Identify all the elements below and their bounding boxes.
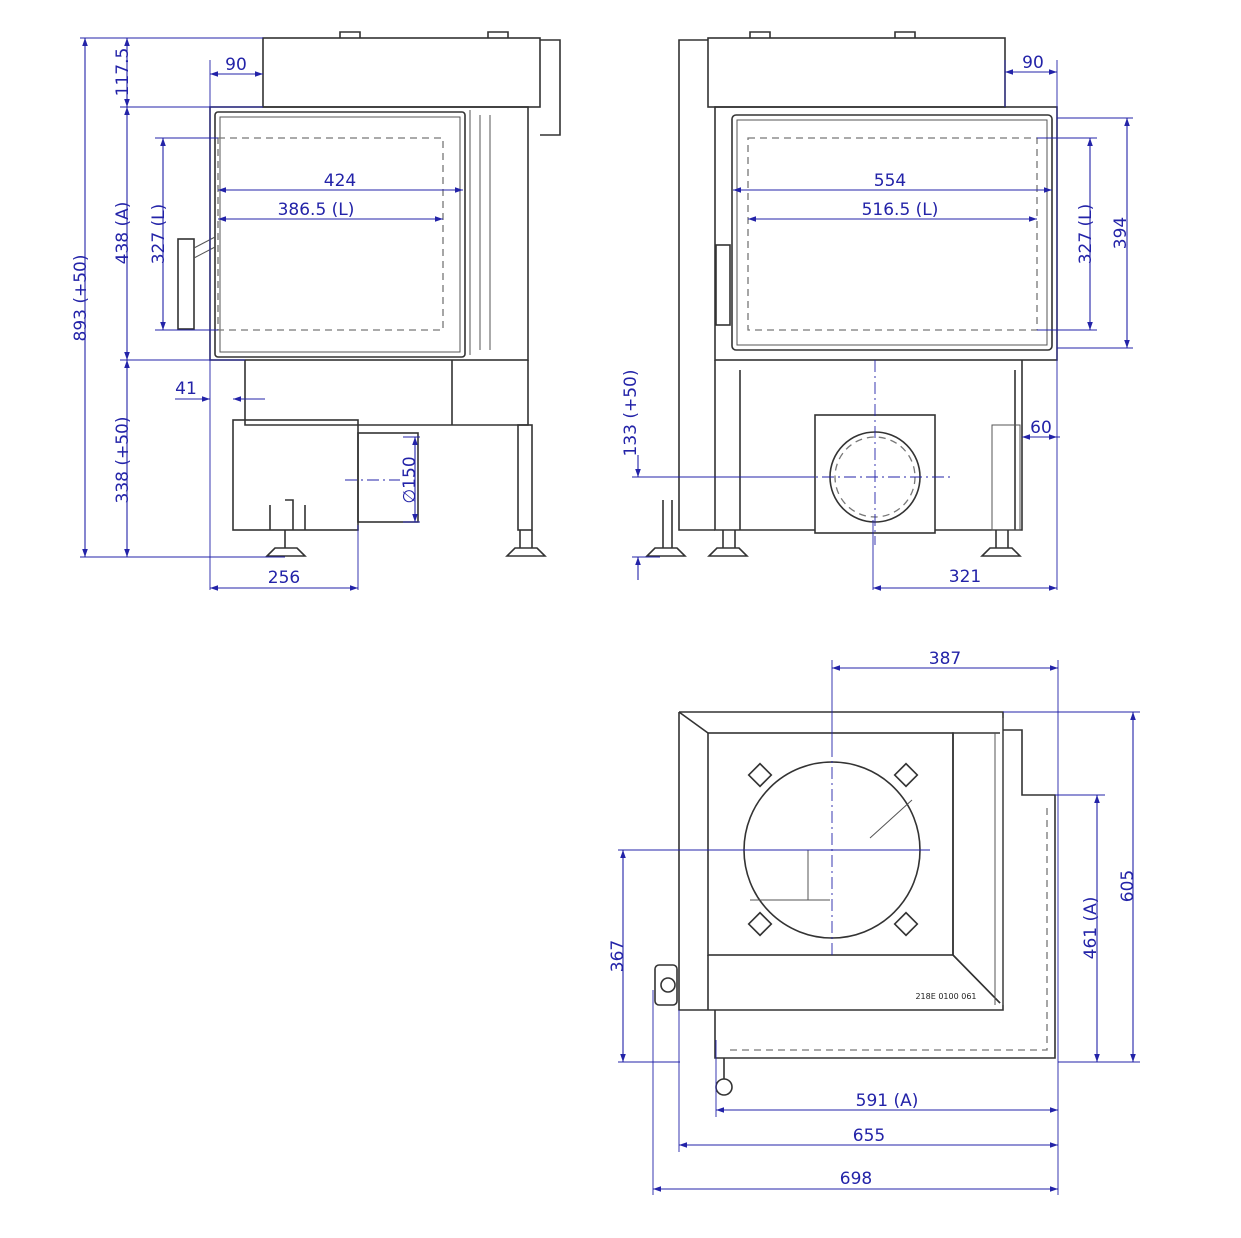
label-top-width-a: 591 (A) xyxy=(856,1091,919,1111)
top-view-body: 218E 0100 061 xyxy=(654,711,1056,1096)
label-door-height: 438 (A) xyxy=(113,202,133,265)
label-side-offset-60: 60 xyxy=(1030,418,1052,438)
front-view: 893 (+50) 117.5 438 (A) 338 (+50) 90 327… xyxy=(71,31,561,591)
side-view: 90 554 516.5 (L) 327 (L) 394 133 (+50) 6… xyxy=(621,31,1133,591)
front-view-body xyxy=(177,31,561,557)
label-side-top-offset: 90 xyxy=(1022,53,1044,73)
label-top-flue-x: 387 xyxy=(929,649,961,669)
front-view-dimensions: 893 (+50) 117.5 438 (A) 338 (+50) 90 327… xyxy=(71,37,463,591)
label-side-door-height: 394 xyxy=(1111,217,1131,249)
label-glass-width: 386.5 (L) xyxy=(278,200,355,220)
label-top-depth-a: 461 (A) xyxy=(1081,897,1101,960)
label-glass-height: 327 (L) xyxy=(149,204,169,265)
label-flue-offset: 256 xyxy=(268,568,300,588)
label-top-depth: 605 xyxy=(1118,870,1138,902)
part-number: 218E 0100 061 xyxy=(915,992,976,1001)
label-flue-diameter: ∅150 xyxy=(400,456,420,503)
top-view-dimensions: 387 605 461 (A) 367 591 (A) 655 698 xyxy=(608,649,1140,1195)
label-top-width: 655 xyxy=(853,1126,885,1146)
label-overall-height: 893 (+50) xyxy=(71,255,91,342)
label-side-flue-offset: 321 xyxy=(949,567,981,587)
side-view-dimensions: 90 554 516.5 (L) 327 (L) 394 133 (+50) 6… xyxy=(621,53,1133,591)
label-top-height: 117.5 xyxy=(113,48,133,97)
label-side-flue-height: 133 (+50) xyxy=(621,370,641,457)
label-offset-41: 41 xyxy=(175,379,197,399)
label-top-offset: 90 xyxy=(225,55,247,75)
label-top-flue-y: 367 xyxy=(608,940,628,972)
label-side-glass-height: 327 (L) xyxy=(1076,204,1096,265)
label-side-glass-width: 516.5 (L) xyxy=(862,200,939,220)
label-door-width: 424 xyxy=(324,171,356,191)
label-top-overall-width: 698 xyxy=(840,1169,872,1189)
label-base-height: 338 (+50) xyxy=(113,417,133,504)
top-view: 218E 0100 061 387 605 461 (A) 367 591 (A… xyxy=(608,649,1140,1195)
side-view-body xyxy=(645,31,1058,557)
label-side-door-width: 554 xyxy=(874,171,906,191)
